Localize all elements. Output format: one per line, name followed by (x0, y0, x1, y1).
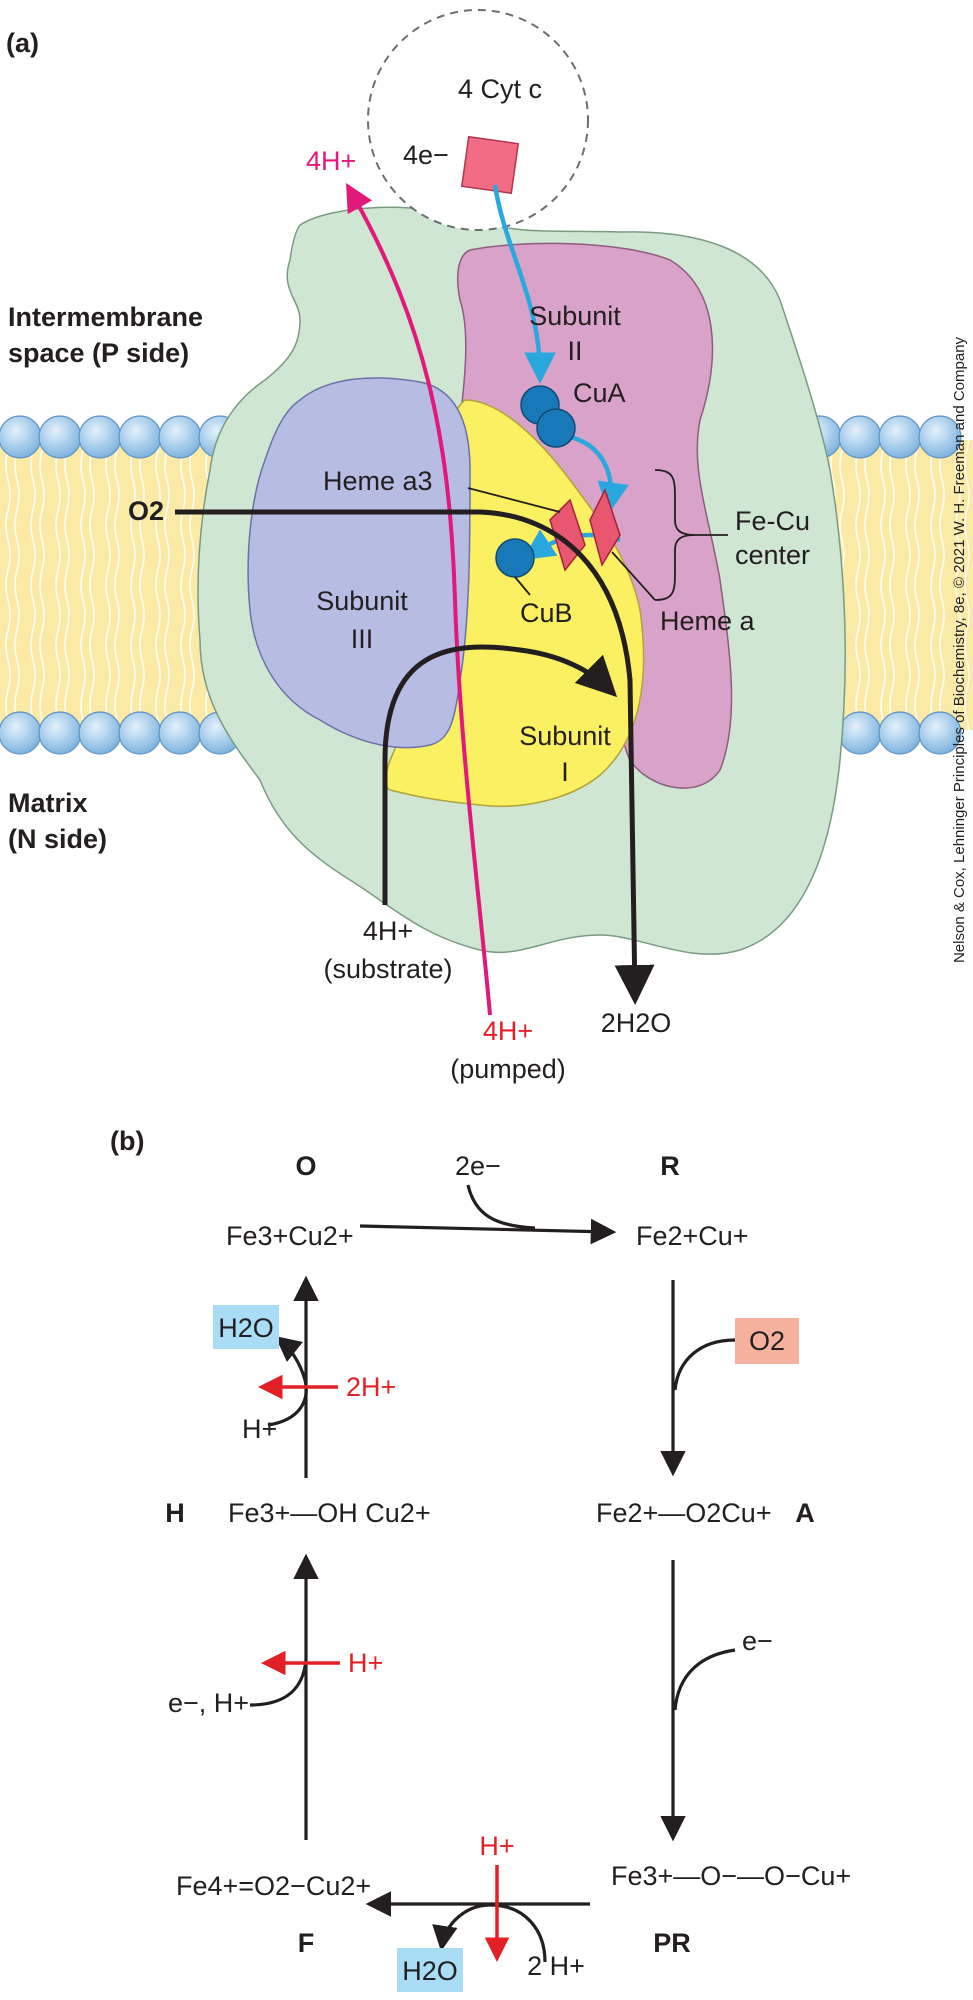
pumped-h-label: 4H+ (483, 1016, 533, 1046)
subunit-iii-label-2: III (351, 624, 374, 654)
formula-h: Fe3+—OH Cu2+ (228, 1498, 431, 1528)
lipid-head (78, 711, 122, 755)
lipid-head (0, 415, 42, 459)
cu-b-ion (495, 538, 535, 578)
f-to-h-input: e−, H+ (168, 1688, 249, 1718)
lipid-head (918, 711, 962, 755)
matrix-label-1: Matrix (8, 788, 88, 818)
panel-a: (a) 4 Cyt c 4e− 4H+ CuA (0, 9, 973, 1084)
intermembrane-label-2: space (P side) (8, 338, 189, 368)
subunit-iii-label-1: Subunit (316, 586, 408, 616)
formula-f: Fe4+=O2−Cu2+ (176, 1871, 371, 1901)
a-to-pr-input: e− (742, 1626, 773, 1656)
subunit-i-label-2: I (561, 757, 569, 787)
pumped-h-top: 4H+ (306, 146, 356, 176)
subunit-ii-label-2: II (567, 336, 582, 366)
cyt-c-label: 4 Cyt c (458, 74, 542, 104)
h-to-o-pumped: 2H+ (346, 1372, 396, 1402)
lipid-head (158, 711, 202, 755)
h-to-o-input: H+ (242, 1414, 277, 1444)
formula-pr: Fe3+—O−—O−Cu+ (611, 1861, 851, 1891)
state-o-letter: O (295, 1151, 316, 1181)
formula-r: Fe2+Cu+ (636, 1221, 749, 1251)
o2-box (735, 1318, 799, 1364)
substrate-proton-path (382, 644, 618, 905)
lipid-head (158, 415, 202, 459)
electrons-label: 4e− (403, 140, 449, 170)
pr-to-f-pumped: H+ (479, 1831, 514, 1861)
lipid-head (918, 415, 962, 459)
lipid-head (0, 711, 42, 755)
lipid-head (838, 711, 882, 755)
panel-b: (b) O R A PR F H Fe3+Cu2+ Fe2+Cu+ Fe2+—O… (110, 1126, 851, 1992)
r-to-a-input: O2 (749, 1326, 785, 1356)
cu-a-label: CuA (573, 378, 626, 408)
water-box-h-o (213, 1305, 279, 1349)
heme-a3-label: Heme a3 (323, 466, 433, 496)
pumped-proton-path (346, 183, 492, 1016)
lipid-head (838, 415, 882, 459)
arrow-o-to-r (359, 1218, 617, 1245)
panel-a-label: (a) (6, 28, 39, 58)
pr-to-f-output: H2O (402, 1956, 458, 1986)
substrate-label: (substrate) (323, 954, 452, 984)
f-to-h-pumped: H+ (348, 1648, 383, 1678)
electron-carrier-square (460, 135, 520, 195)
formula-a: Fe2+—O2Cu+ (596, 1498, 772, 1528)
substrate-h-label: 4H+ (363, 916, 413, 946)
subunit-ii-label-1: Subunit (529, 301, 621, 331)
subunit-i-label-1: Subunit (519, 721, 611, 751)
o-to-r-input: 2e− (455, 1151, 501, 1181)
lipid-head (38, 415, 82, 459)
panel-b-label: (b) (110, 1126, 144, 1156)
credit-line: Nelson & Cox, Lehninger Principles of Bi… (951, 336, 968, 963)
electron-path-cyt-to-cua (492, 184, 556, 384)
lipid-head (118, 711, 162, 755)
state-f-letter: F (298, 1928, 315, 1958)
lipid-head (878, 711, 922, 755)
cu-a-ion-2 (536, 408, 576, 448)
subunit-iii-shape (247, 377, 471, 749)
state-a-letter: A (795, 1498, 815, 1528)
fe-cu-label-1: Fe-Cu (735, 506, 810, 536)
water-label: 2H2O (601, 1008, 672, 1038)
state-pr-letter: PR (653, 1928, 691, 1958)
cytochrome-c-circle (367, 9, 589, 231)
water-box-pr-f (397, 1948, 463, 1992)
lipid-head (38, 711, 82, 755)
heme-a-label: Heme a (660, 606, 756, 636)
heme-a-shape (589, 488, 621, 567)
state-r-letter: R (660, 1151, 680, 1181)
lipid-head (78, 415, 122, 459)
h-to-o-output: H2O (218, 1313, 274, 1343)
o2-to-water-path (175, 509, 655, 1005)
state-h-letter: H (165, 1498, 185, 1528)
pr-to-f-input: 2 H+ (527, 1951, 585, 1981)
fe-cu-label-2: center (735, 540, 810, 570)
pumped-label: (pumped) (450, 1054, 566, 1084)
lipid-head (878, 415, 922, 459)
matrix-label-2: (N side) (8, 824, 107, 854)
lipid-head (118, 415, 162, 459)
formula-o: Fe3+Cu2+ (226, 1221, 354, 1251)
cu-b-label: CuB (520, 598, 573, 628)
intermembrane-label-1: Intermembrane (8, 302, 203, 332)
o2-label: O2 (128, 496, 164, 526)
